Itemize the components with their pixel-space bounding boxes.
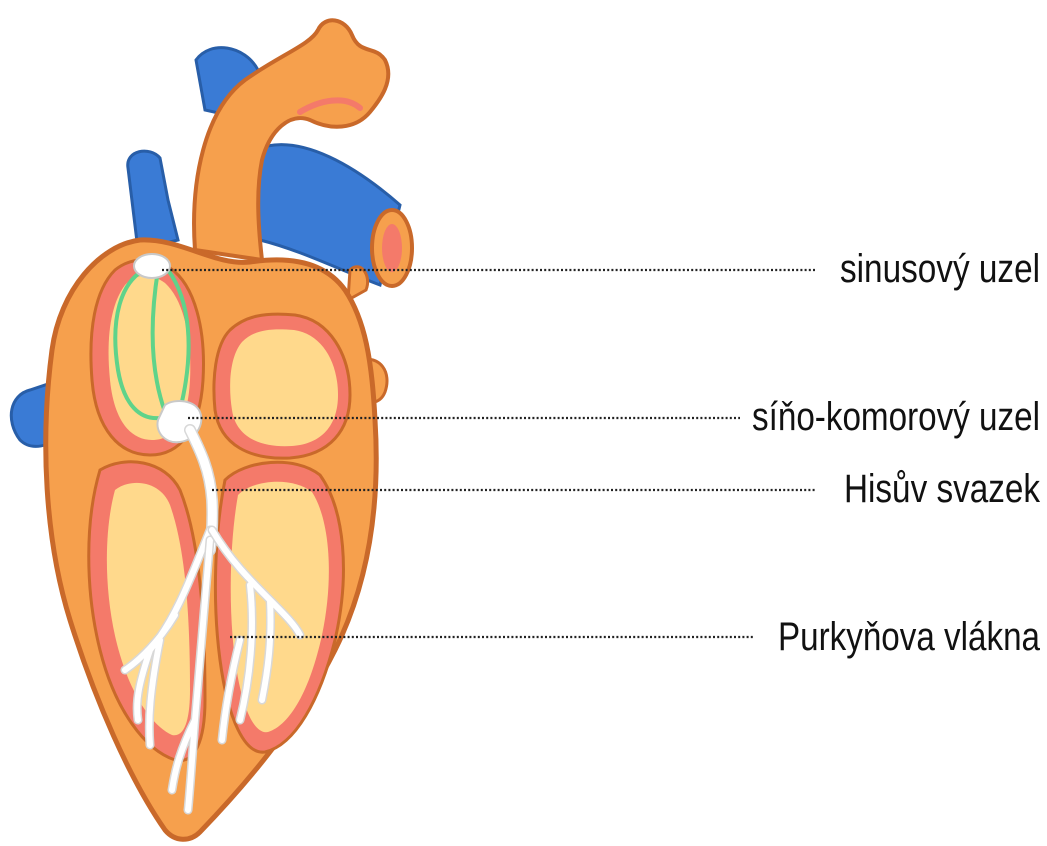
left-atrium-chamber bbox=[230, 329, 338, 446]
sinoatrial-node bbox=[134, 254, 170, 278]
superior-vena-cava bbox=[128, 151, 178, 250]
vessel-opening-inner bbox=[382, 224, 402, 272]
label-atrioventricular-node: síňo-komorový uzel bbox=[752, 395, 1040, 439]
label-bundle-of-his: Hisův svazek bbox=[844, 467, 1041, 511]
label-sinoatrial-node: sinusový uzel bbox=[840, 247, 1040, 291]
label-purkinje-fibers: Purkyňova vlákna bbox=[778, 615, 1041, 659]
